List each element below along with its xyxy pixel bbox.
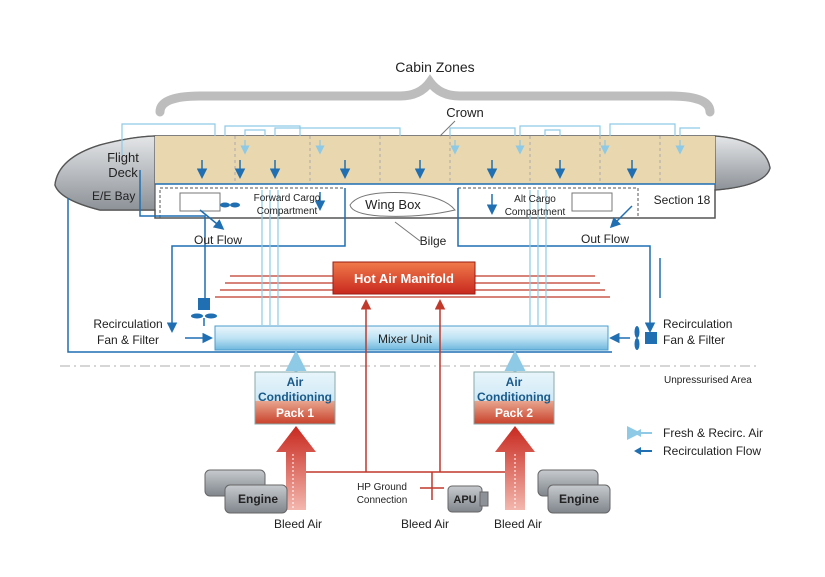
wing-box-label: Wing Box <box>365 197 421 212</box>
section-18-label: Section 18 <box>654 193 711 207</box>
mixer-unit-label: Mixer Unit <box>378 332 433 346</box>
recirc-left-label-2: Fan & Filter <box>97 333 159 347</box>
alt-cargo-label-1: Alt Cargo <box>514 194 556 205</box>
recirc-right-label-1: Recirculation <box>663 317 732 331</box>
wing-box-shape <box>349 192 456 217</box>
hot-air-manifold-label: Hot Air Manifold <box>354 271 454 286</box>
recirc-right-label-2: Fan & Filter <box>663 333 725 347</box>
cabin-zones-label: Cabin Zones <box>395 59 474 75</box>
forward-cargo-label-2: Compartment <box>257 206 318 217</box>
alt-cargo-label-2: Compartment <box>505 207 566 218</box>
pack-1: Air Conditioning Pack 1 <box>254 371 336 425</box>
forward-cargo-label-1: Forward Cargo <box>254 193 321 204</box>
recirc-left-label-1: Recirculation <box>93 317 162 331</box>
hot-air-manifold: Hot Air Manifold <box>332 261 476 295</box>
engine-left-label: Engine <box>238 492 278 506</box>
out-flow-left-label: Out Flow <box>194 233 242 247</box>
tail-cone <box>714 135 771 191</box>
pack-1-line-1: Air <box>287 375 304 389</box>
bleed-air-right-label: Bleed Air <box>494 517 542 531</box>
nose-cone <box>54 135 156 211</box>
pack-2-line-2: Conditioning <box>477 390 551 404</box>
hp-ground-label-2: Connection <box>357 495 408 506</box>
bilge-label: Bilge <box>420 234 447 248</box>
pack-1-line-3: Pack 1 <box>276 406 314 420</box>
ee-bay-label: E/E Bay <box>92 189 135 203</box>
legend: Fresh & Recirc. Air Recirculation Flow <box>627 426 763 458</box>
bleed-air-left-label: Bleed Air <box>274 517 322 531</box>
flight-deck-label-1: Flight <box>107 150 139 165</box>
outflow-arrows <box>199 205 633 230</box>
mixer-unit: Mixer Unit <box>214 325 609 351</box>
cabin-fan-icon <box>220 202 240 208</box>
hp-ground-label-1: HP Ground <box>357 482 407 493</box>
flight-deck-label-2: Deck <box>108 165 138 180</box>
cabin-supply-arrows <box>196 160 638 215</box>
recirc-fan-right-icon <box>634 326 657 350</box>
recirc-fan-left-icon <box>191 298 217 326</box>
apu-icon: APU <box>447 485 489 513</box>
out-flow-right-label: Out Flow <box>581 232 629 246</box>
pack-2-line-1: Air <box>506 375 523 389</box>
pack-2: Air Conditioning Pack 2 <box>473 371 555 425</box>
bleed-air-mid-label: Bleed Air <box>401 517 449 531</box>
bleed-air-arrow-right <box>495 426 535 510</box>
engine-left-icon: Engine <box>204 469 288 514</box>
engine-right-icon: Engine <box>537 469 611 514</box>
engine-right-label: Engine <box>559 492 599 506</box>
pack-1-line-2: Conditioning <box>258 390 332 404</box>
cabin-zones-brace <box>155 74 715 117</box>
crown-ducts <box>121 123 700 155</box>
hot-air-supply <box>300 299 520 500</box>
apu-label: APU <box>453 494 476 506</box>
unpressurised-label: Unpressurised Area <box>664 375 752 386</box>
crown-label: Crown <box>446 105 484 120</box>
legend-fresh-label: Fresh & Recirc. Air <box>663 426 763 440</box>
fresh-air-risers <box>261 190 547 325</box>
legend-recirc-label: Recirculation Flow <box>663 444 761 458</box>
cabin-zone-area <box>155 136 715 184</box>
recirculation-returns <box>67 170 661 353</box>
pack-2-line-3: Pack 2 <box>495 406 533 420</box>
fuselage <box>54 135 771 219</box>
